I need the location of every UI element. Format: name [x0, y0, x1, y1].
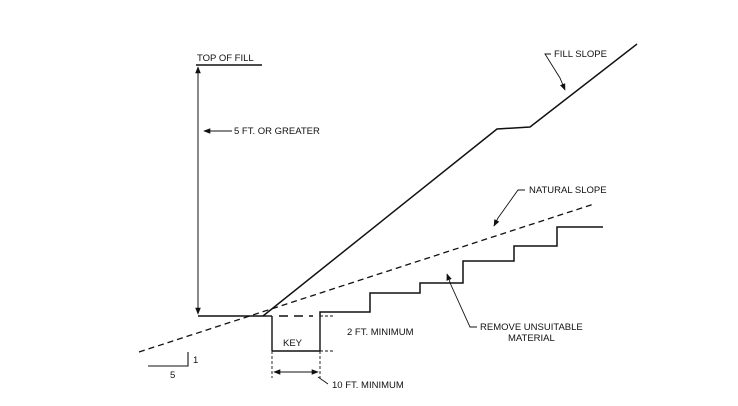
- natural-slope-leader: [493, 189, 525, 227]
- ratio-rise-label: 1: [193, 355, 198, 366]
- natural-slope-label: NATURAL SLOPE: [529, 185, 607, 196]
- top-of-fill-label: TOP OF FILL: [197, 53, 254, 64]
- remove-material-label: MATERIAL: [508, 333, 555, 344]
- key-label: KEY: [283, 338, 303, 349]
- remove-unsuitable-leader: [446, 273, 477, 328]
- fill-slope-leader: [544, 53, 566, 91]
- bench-steps-line: [319, 226, 603, 316]
- ten-ft-leader: [317, 376, 329, 385]
- slope-ratio-indicator: [148, 352, 189, 367]
- fill-slope-label: FILL SLOPE: [554, 49, 607, 60]
- two-ft-minimum-label: 2 FT. MINIMUM: [347, 327, 414, 338]
- ratio-run-label: 5: [170, 370, 175, 381]
- remove-unsuitable-label: REMOVE UNSUITABLE: [480, 322, 583, 333]
- ten-ft-minimum-label: 10 FT. MINIMUM: [332, 380, 404, 391]
- five-ft-label: 5 FT. OR GREATER: [234, 126, 320, 137]
- fill-slope-line: [198, 43, 638, 317]
